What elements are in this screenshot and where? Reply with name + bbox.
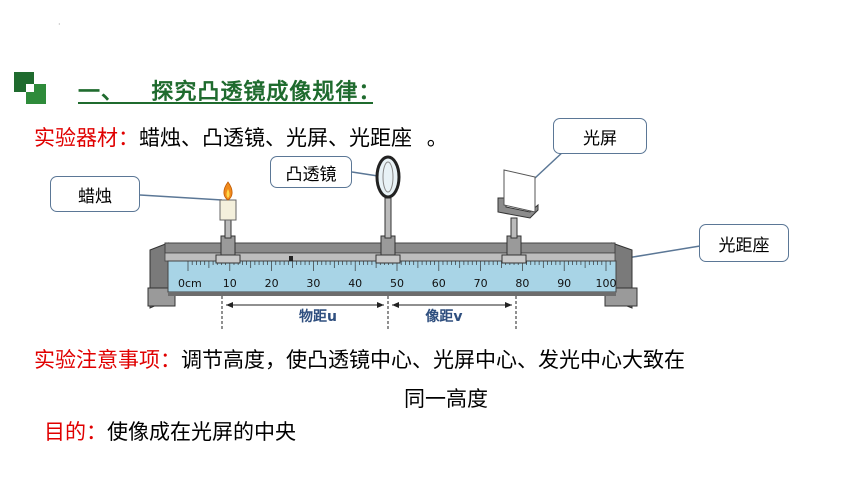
materials-label: 实验器材： (34, 126, 139, 150)
candle-icon (219, 199, 237, 221)
ruler-tick-label: 20 (265, 277, 279, 290)
title-text: 探究凸透镜成像规律： (151, 80, 382, 105)
ruler-tick-label: 40 (348, 277, 362, 290)
ruler-tick-label: 70 (474, 277, 488, 290)
screen-icon (503, 169, 536, 213)
callout-screen: 光屏 (553, 118, 647, 154)
ruler-tick-label: 50 (390, 277, 404, 290)
callout-lens: 凸透镜 (270, 156, 352, 188)
lens-icon (375, 155, 401, 199)
ruler-tick-label: 90 (557, 277, 571, 290)
callout-candle: 蜡烛 (50, 176, 140, 212)
section-title: 一、 探究凸透镜成像规律： (78, 74, 381, 106)
title-bullet-icon (14, 72, 46, 104)
notes-text-1: 调节高度，使凸透镜中心、光屏中心、发光中心大致在 (181, 348, 685, 372)
ruler-tick-label: 100 (596, 277, 617, 290)
title-underline (78, 102, 373, 104)
ruler-tick-label: 30 (306, 277, 320, 290)
ruler-tick-label: 60 (432, 277, 446, 290)
notes-line: 实验注意事项：调节高度，使凸透镜中心、光屏中心、发光中心大致在 (34, 344, 685, 374)
ruler-tick-labels: 0cm 10 20 30 40 50 60 70 80 90 100 (178, 277, 617, 290)
materials-trailing: 。 (426, 126, 448, 150)
purpose-text: 使像成在光屏的中央 (107, 420, 296, 444)
ruler-tick-label: 80 (515, 277, 529, 290)
notes-label: 实验注意事项： (34, 348, 181, 372)
ruler-tick-label: 10 (223, 277, 237, 290)
notes-line-2: 同一高度 (404, 387, 488, 411)
tiny-dot: · (58, 20, 61, 29)
purpose-label: 目的： (44, 420, 107, 444)
object-distance-label: 物距u (299, 308, 337, 325)
callout-bench: 光距座 (699, 224, 789, 262)
title-prefix: 一、 (78, 80, 125, 105)
purpose-line: 目的：使像成在光屏的中央 (44, 416, 296, 446)
materials-line: 实验器材：蜡烛、凸透镜、光屏、光距座 。 (34, 122, 448, 152)
ruler-tick-label: 0cm (178, 277, 202, 290)
materials-items: 蜡烛、凸透镜、光屏、光距座 (139, 126, 412, 150)
image-distance-label: 像距v (425, 308, 462, 325)
